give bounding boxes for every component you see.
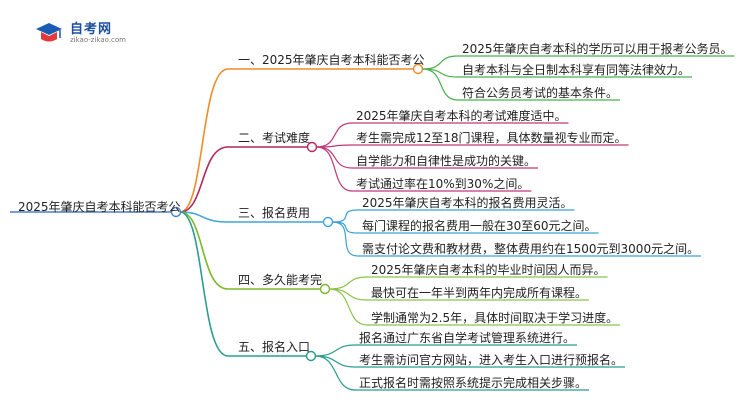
leaf-label: 学制通常为2.5年，具体时间取决于学习进度。 <box>371 311 619 325</box>
branch-connector <box>179 211 229 357</box>
leaf-connector <box>315 344 356 357</box>
leaf-label: 自学能力和自律性是成功的关键。 <box>356 154 537 168</box>
leaf-label: 报名通过广东省自学考试管理系统进行。 <box>359 331 576 345</box>
logo-url: zikao-zikao.com <box>70 36 126 44</box>
branch-connector <box>179 211 229 290</box>
leaf-label: 自考本科与全日制本科享有同等法律效力。 <box>462 63 691 77</box>
leaf-label: 2025年肇庆自考本科的毕业时间因人而异。 <box>371 263 606 277</box>
branch-connector <box>179 68 229 213</box>
branch-label: 四、多久能考完 <box>238 273 323 287</box>
branch-label: 二、考试难度 <box>238 131 311 145</box>
leaf-connector <box>329 288 368 301</box>
leaf-connector <box>332 209 359 223</box>
leaf-label: 2025年肇庆自考本科的学历可以用于报考公务员。 <box>462 42 733 56</box>
leaf-label: 考生需访问官方网站，进入考生入口进行预报名。 <box>359 353 624 367</box>
site-logo[interactable]: 自考网 zikao-zikao.com <box>34 18 134 48</box>
leaf-connector <box>316 146 353 169</box>
leaf-connector <box>315 355 356 391</box>
branch-connector <box>179 211 229 223</box>
graduation-cap-icon <box>36 23 62 42</box>
leaf-connector <box>316 146 353 192</box>
logo-name: 自考网 <box>70 22 113 37</box>
leaf-label: 2025年肇庆自考本科的报名费用灵活。 <box>362 196 573 210</box>
leaf-label: 符合公务员考试的基本条件。 <box>462 86 619 100</box>
leaf-connector <box>315 355 356 368</box>
root-label: 2025年肇庆自考本科能否考公 <box>18 200 181 214</box>
leaf-label: 2025年肇庆自考本科的考试难度适中。 <box>356 109 567 123</box>
leaf-connector <box>422 68 459 101</box>
leaf-label: 正式报名时需按照系统提示完成相关步骤。 <box>359 376 588 390</box>
branch-label: 五、报名入口 <box>238 340 311 354</box>
leaf-label: 考试通过率在10%到30%之间。 <box>356 177 530 191</box>
leaf-connector <box>329 276 368 290</box>
leaf-label: 每门课程的报名费用一般在30至60元之间。 <box>362 219 597 233</box>
leaf-label: 最快可在一年半到两年内完成所有课程。 <box>371 286 588 300</box>
leaf-connector <box>316 122 353 148</box>
leaf-connector <box>332 221 359 257</box>
branch-connector <box>179 146 229 213</box>
leaf-label: 需支付论文费和教材费，整体费用约在1500元到3000元之间。 <box>362 242 700 256</box>
branch-label: 三、报名费用 <box>238 206 311 220</box>
leaf-connector <box>329 288 368 326</box>
branch-label: 一、2025年肇庆自考本科能否考公 <box>238 53 425 67</box>
leaf-label: 考生需完成12至18门课程，具体数量视专业而定。 <box>356 131 627 145</box>
leaf-connector <box>422 55 459 70</box>
branch-node[interactable] <box>322 216 334 228</box>
